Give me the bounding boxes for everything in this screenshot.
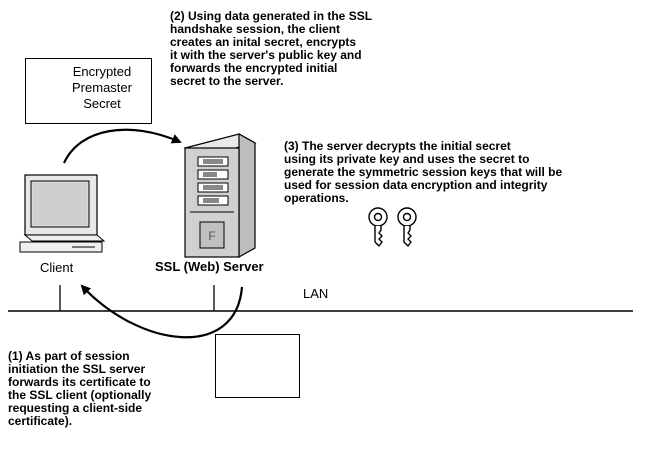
certificate-box xyxy=(215,334,300,398)
server-to-client-arrow xyxy=(80,284,244,339)
svg-text:F: F xyxy=(208,229,215,243)
key-icon xyxy=(397,207,417,247)
encrypted-secret-box xyxy=(25,58,152,124)
encrypted-secret-label: Encrypted Premaster Secret xyxy=(72,64,132,111)
step2-description: (2) Using data generated in the SSL hand… xyxy=(170,9,373,88)
key-icon xyxy=(368,207,388,247)
client-to-server-arrow xyxy=(63,128,182,164)
computer-icon xyxy=(19,174,106,253)
step1-description: (1) As part of session initiation the SS… xyxy=(8,349,152,428)
lan-label: LAN xyxy=(303,286,329,301)
server-tower-icon: F xyxy=(183,132,257,259)
server-label: SSL (Web) Server xyxy=(155,259,264,274)
client-label: Client xyxy=(40,260,74,275)
step3-description: (3) The server decrypts the initial secr… xyxy=(284,139,563,205)
